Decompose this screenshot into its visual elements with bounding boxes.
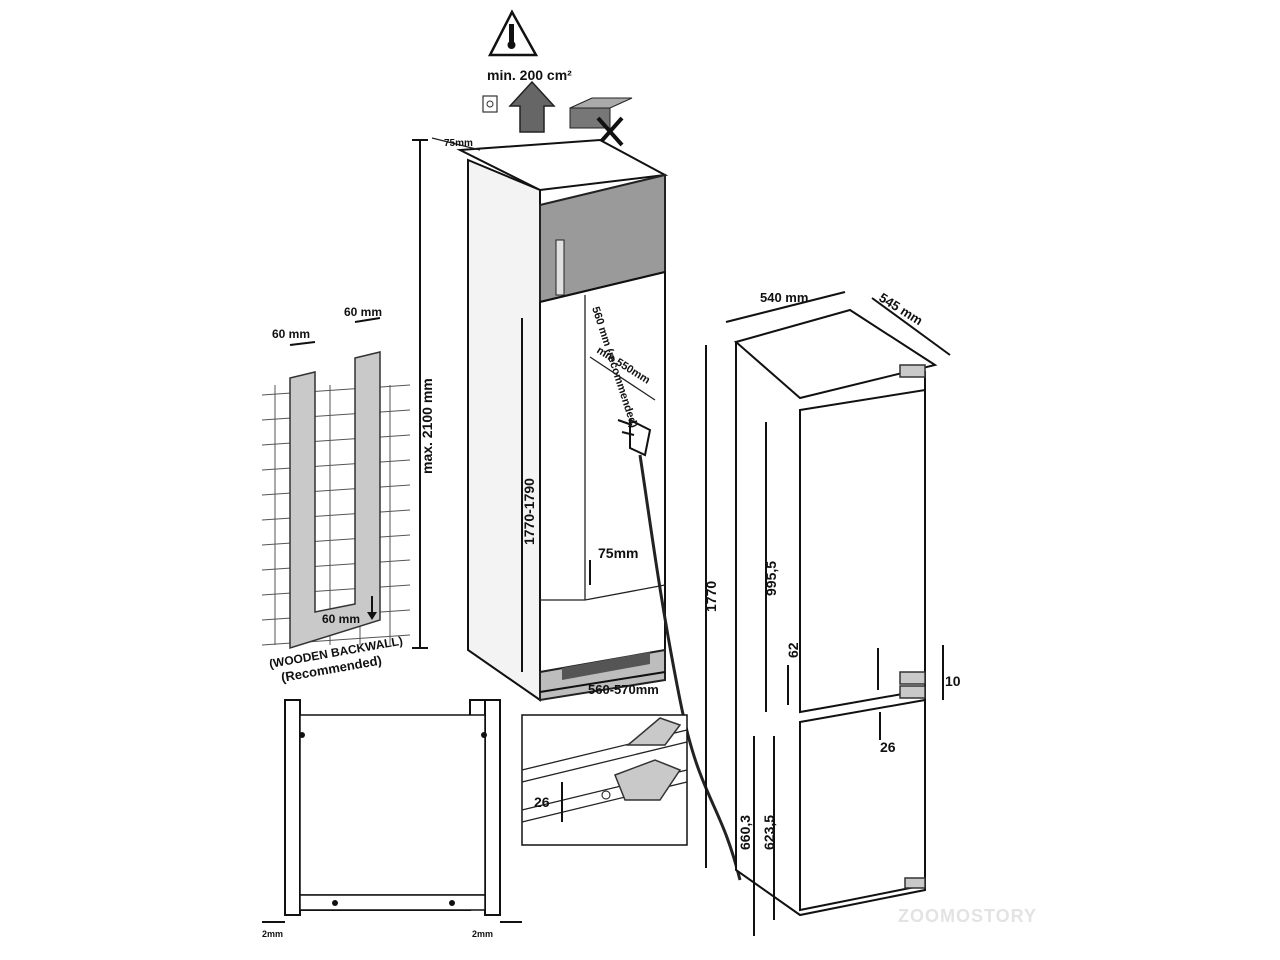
appliance-bottom-hinge <box>904 877 926 889</box>
hinge-gap-label: 10 <box>945 673 961 689</box>
appliance: 540 mm 545 mm 1770 995,5 62 10 26 660,3 … <box>703 290 961 936</box>
socket-icon <box>482 95 498 113</box>
cabinet-niche: 75mm max. 2100 mm 1770-1790 560 mm (reco… <box>412 137 742 881</box>
lower-door-height-label: 623,5 <box>761 815 777 850</box>
power-cable <box>638 454 742 881</box>
appliance-middle-hinge-lower <box>899 685 926 699</box>
backwall-slot-left-label: 60 mm <box>272 327 310 341</box>
ventilation-area-label: min. 200 cm² <box>487 67 572 83</box>
hinge-detail: 26 <box>521 714 688 846</box>
hinge-lower <box>614 759 682 801</box>
frame-right-gap-label: 2mm <box>472 929 493 939</box>
hinge-upper <box>625 717 682 746</box>
wooden-backwall <box>289 351 381 650</box>
airflow-arrow-icon <box>508 80 556 133</box>
door-gap-label: 62 <box>785 642 801 658</box>
niche-max-height-label: max. 2100 mm <box>419 378 435 474</box>
appliance-width-label: 540 mm <box>760 290 808 305</box>
lower-section-height-label: 660,3 <box>737 815 753 850</box>
niche-width-label: 560-570mm <box>588 682 659 697</box>
thermometer-icon <box>509 24 514 42</box>
hinge-offset-label: 26 <box>534 794 550 810</box>
power-plug-icon <box>629 418 652 457</box>
backwall-slot-right-label: 60 mm <box>344 305 382 319</box>
appliance-top-hinge <box>899 364 926 378</box>
frame-detail: 2mm 2mm <box>262 699 522 939</box>
plinth-vent-grille <box>562 652 650 680</box>
appliance-height-label: 1770 <box>703 581 719 612</box>
appliance-middle-hinge-upper <box>899 671 926 685</box>
ventilation-group: min. 200 cm² <box>482 9 633 147</box>
niche-height-label: 1770-1790 <box>521 478 537 545</box>
upper-door-height-label: 995,5 <box>763 561 779 596</box>
top-gap-label: 75mm <box>444 138 473 149</box>
hinge-offset-appliance-label: 26 <box>880 739 896 755</box>
frame-left-gap-label: 2mm <box>262 929 283 939</box>
appliance-upper-door <box>799 388 926 714</box>
backwall-panel: 60 mm 60 mm 60 mm (WOODEN BACKWALL) (Rec… <box>261 305 412 685</box>
niche-bottom-gap-label: 75mm <box>598 545 638 561</box>
door-handle <box>555 239 565 296</box>
appliance-depth-label: 545 mm <box>876 290 925 328</box>
watermark: ZOOMOSTORY <box>898 906 1037 926</box>
backwall-bottom-gap-label: 60 mm <box>322 612 360 626</box>
